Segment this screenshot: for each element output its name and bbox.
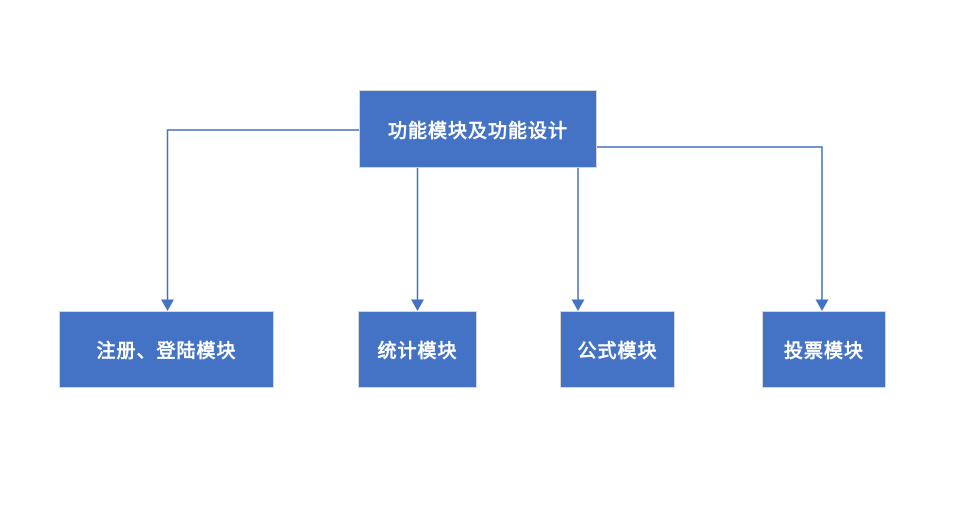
node-root-label: 功能模块及功能设计	[387, 120, 568, 142]
connector-root-to-register-login-module	[166, 129, 359, 300]
arrowhead-statistics-icon	[411, 299, 424, 311]
arrowhead-vote-icon	[815, 299, 829, 311]
arrowhead-formula-icon	[571, 299, 585, 311]
node-root-function-design: 功能模块及功能设计	[359, 90, 597, 168]
node-statistics-label: 统计模块	[377, 341, 458, 362]
node-formula-module: 公式模块	[560, 311, 675, 388]
node-statistics-module: 统计模块	[358, 311, 477, 388]
node-register-login-label: 注册、登陆模块	[96, 341, 237, 362]
node-vote-module: 投票模块	[762, 311, 886, 388]
connector-root-to-vote-module	[597, 146, 823, 300]
arrowhead-register-login-icon	[161, 299, 174, 311]
node-vote-label: 投票模块	[783, 341, 864, 362]
node-register-login-module: 注册、登陆模块	[59, 311, 274, 388]
node-formula-label: 公式模块	[577, 341, 658, 362]
